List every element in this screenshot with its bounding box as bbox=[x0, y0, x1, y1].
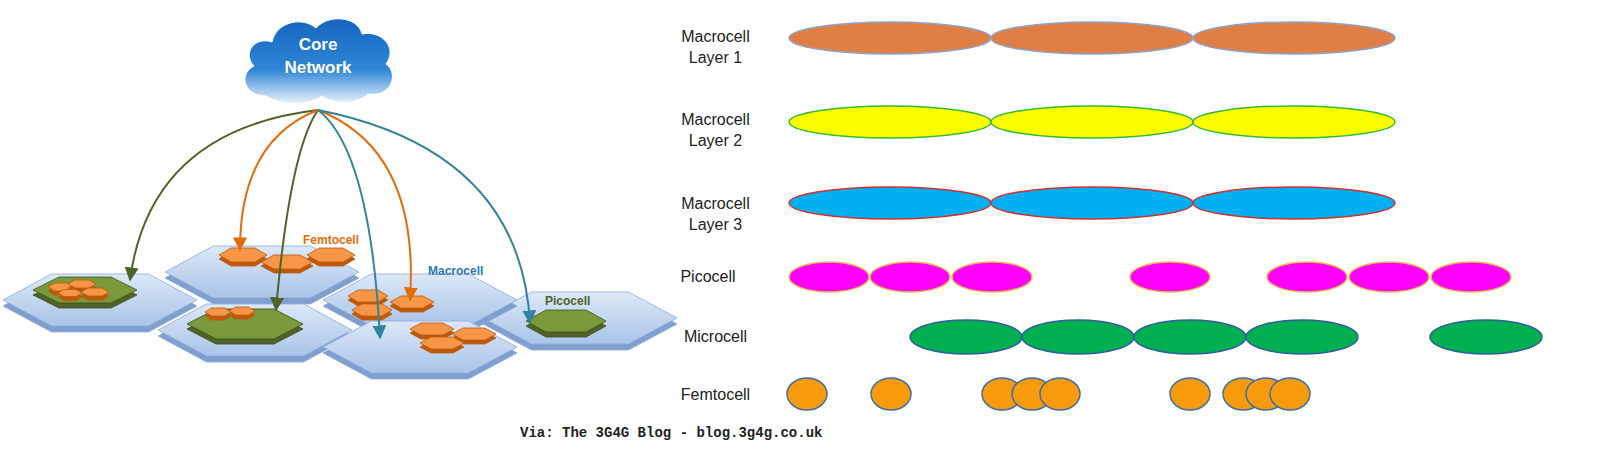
macrocell-hexagon bbox=[158, 304, 352, 356]
femtocell-hexagon bbox=[307, 248, 355, 262]
macrocell-hexagon bbox=[323, 321, 517, 373]
row-label: Macrocell Layer 3 bbox=[668, 194, 763, 236]
coverage-ellipse bbox=[991, 187, 1193, 219]
coverage-ellipse bbox=[1193, 106, 1395, 138]
coverage-ellipse bbox=[787, 378, 827, 410]
femtocell-hexagon bbox=[58, 290, 82, 297]
node-label: Core Network bbox=[273, 34, 363, 80]
core-network-cloud: Core Network bbox=[236, 12, 400, 108]
femtocell-hexagon bbox=[452, 328, 496, 340]
femtocell-hexagon bbox=[352, 304, 392, 316]
coverage-ellipse bbox=[1193, 22, 1395, 54]
cell-type-label: Picocell bbox=[545, 294, 590, 310]
coverage-ellipse bbox=[1246, 320, 1358, 354]
coverage-ellipse bbox=[1134, 320, 1246, 354]
source-caption: Via: The 3G4G Blog - blog.3g4g.co.uk bbox=[520, 424, 822, 442]
picocell-platform bbox=[33, 277, 137, 303]
coverage-ellipse bbox=[870, 262, 950, 292]
coverage-ellipse bbox=[991, 22, 1193, 54]
femtocell-hexagon bbox=[261, 255, 313, 269]
coverage-ellipse bbox=[991, 106, 1193, 138]
cell-type-label: Macrocell bbox=[428, 264, 483, 280]
femtocell-hexagon bbox=[348, 290, 388, 302]
macrocell-hexagon bbox=[323, 274, 517, 326]
femtocell-hexagon bbox=[410, 323, 454, 335]
coverage-ellipse bbox=[871, 378, 911, 410]
picocell-platform bbox=[526, 310, 606, 332]
femtocell-hexagon bbox=[420, 337, 464, 349]
coverage-ellipse bbox=[789, 187, 991, 219]
macrocell-hexagon bbox=[165, 246, 359, 298]
femtocell-hexagon bbox=[219, 248, 267, 262]
link-arrow bbox=[276, 110, 318, 310]
coverage-ellipse bbox=[1267, 262, 1347, 292]
row-label: Picocell bbox=[668, 267, 748, 288]
coverage-ellipse bbox=[1022, 320, 1134, 354]
coverage-ellipse bbox=[952, 262, 1032, 292]
coverage-ellipse bbox=[1349, 262, 1429, 292]
coverage-ellipse bbox=[789, 106, 991, 138]
coverage-ellipse bbox=[1193, 187, 1395, 219]
link-arrow bbox=[318, 110, 530, 323]
row-label: Femtocell bbox=[668, 385, 763, 406]
link-arrow bbox=[240, 110, 318, 250]
cell-type-label: Femtocell bbox=[303, 233, 359, 249]
coverage-ellipse bbox=[1040, 378, 1080, 410]
link-arrow bbox=[318, 110, 380, 338]
coverage-ellipse bbox=[1431, 262, 1511, 292]
coverage-ellipse bbox=[1130, 262, 1210, 292]
femtocell-hexagon bbox=[390, 296, 434, 308]
coverage-ellipse bbox=[789, 22, 991, 54]
row-label: Microcell bbox=[668, 327, 763, 348]
coverage-ellipse bbox=[1430, 320, 1542, 354]
femtocell-hexagon bbox=[229, 307, 255, 315]
row-label: Macrocell Layer 2 bbox=[668, 110, 763, 152]
femtocell-hexagon bbox=[205, 308, 231, 316]
femtocell-hexagon bbox=[68, 280, 96, 288]
coverage-ellipse bbox=[1270, 378, 1310, 410]
coverage-ellipse bbox=[910, 320, 1022, 354]
row-label: Macrocell Layer 1 bbox=[668, 27, 763, 69]
femtocell-hexagon bbox=[81, 288, 109, 296]
coverage-ellipse bbox=[789, 262, 869, 292]
coverage-ellipse bbox=[1170, 378, 1210, 410]
macrocell-hexagon bbox=[3, 274, 197, 326]
